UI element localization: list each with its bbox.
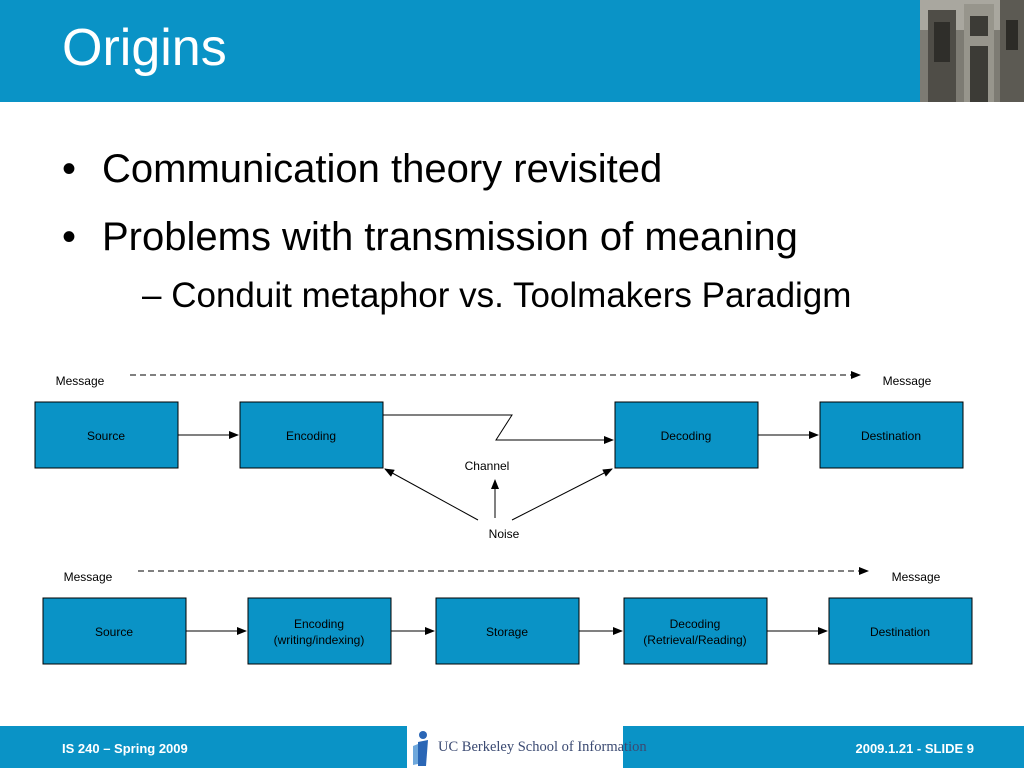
bottom-decoding-box: [623, 597, 768, 665]
bullet-glyph: •: [62, 147, 77, 191]
bottom-source-label: Source: [95, 625, 133, 639]
bottom-storage-box: [435, 597, 580, 665]
sub-bullet-text: Conduit metaphor vs. Toolmakers Paradigm: [171, 276, 852, 315]
bullet-list: • Communication theory revisited • Probl…: [62, 145, 851, 317]
title-bar: [0, 0, 1024, 102]
top-encoding-box: [239, 401, 384, 469]
school-logo-icon: [413, 731, 428, 766]
top-destination-label: Destination: [861, 429, 921, 443]
communication-diagrams: Message Message Source Encoding Decoding…: [34, 371, 973, 665]
noise-label: Noise: [489, 527, 520, 541]
bottom-message-left-label: Message: [64, 570, 113, 584]
top-message-left-label: Message: [56, 374, 105, 388]
top-decoding-box: [614, 401, 759, 469]
bottom-encoding-label: Encoding: [294, 617, 344, 631]
top-source-box: [34, 401, 179, 469]
channel-label: Channel: [465, 459, 510, 473]
sub-bullet-item: – Conduit metaphor vs. Toolmakers Paradi…: [62, 275, 851, 317]
top-encoding-label: Encoding: [286, 429, 336, 443]
building-photo-image: [920, 0, 1024, 102]
bullet-text: Problems with transmission of meaning: [102, 215, 798, 259]
bullet-glyph: •: [62, 215, 77, 259]
bottom-decoding-label: Decoding: [670, 617, 721, 631]
top-destination-box: [819, 401, 964, 469]
bottom-encoding-box: [247, 597, 392, 665]
noise-to-decoding-arrow: [511, 468, 613, 521]
bullet-item: • Communication theory revisited: [62, 145, 851, 193]
top-source-label: Source: [87, 429, 125, 443]
bottom-destination-label: Destination: [870, 625, 930, 639]
bottom-storage-label: Storage: [486, 625, 528, 639]
header-photo: [920, 0, 1024, 102]
shannon-model-diagram: Message Message Source Encoding Decoding…: [34, 371, 964, 541]
top-message-right-label: Message: [883, 374, 932, 388]
bottom-source-box: [42, 597, 187, 665]
noise-to-encoding-arrow: [384, 468, 479, 521]
footer-slide-number: 2009.1.21 - SLIDE 9: [855, 741, 974, 756]
top-decoding-label: Decoding: [661, 429, 712, 443]
bottom-destination-box: [828, 597, 973, 665]
bottom-message-right-label: Message: [892, 570, 941, 584]
top-channel-arrow: [383, 414, 614, 444]
footer-course-label: IS 240 – Spring 2009: [62, 741, 188, 756]
storage-model-diagram: Message Message Source Encoding (writing…: [42, 567, 973, 665]
slide-title: Origins: [62, 19, 227, 77]
bullet-item: • Problems with transmission of meaning: [62, 213, 851, 261]
sub-bullet-glyph: –: [142, 276, 162, 315]
school-logo: [407, 726, 623, 768]
bottom-encoding-sublabel: (writing/indexing): [274, 633, 365, 647]
bottom-decoding-sublabel: (Retrieval/Reading): [643, 633, 746, 647]
school-logo-text: UC Berkeley School of Information: [438, 739, 647, 755]
bullet-text: Communication theory revisited: [102, 147, 663, 191]
